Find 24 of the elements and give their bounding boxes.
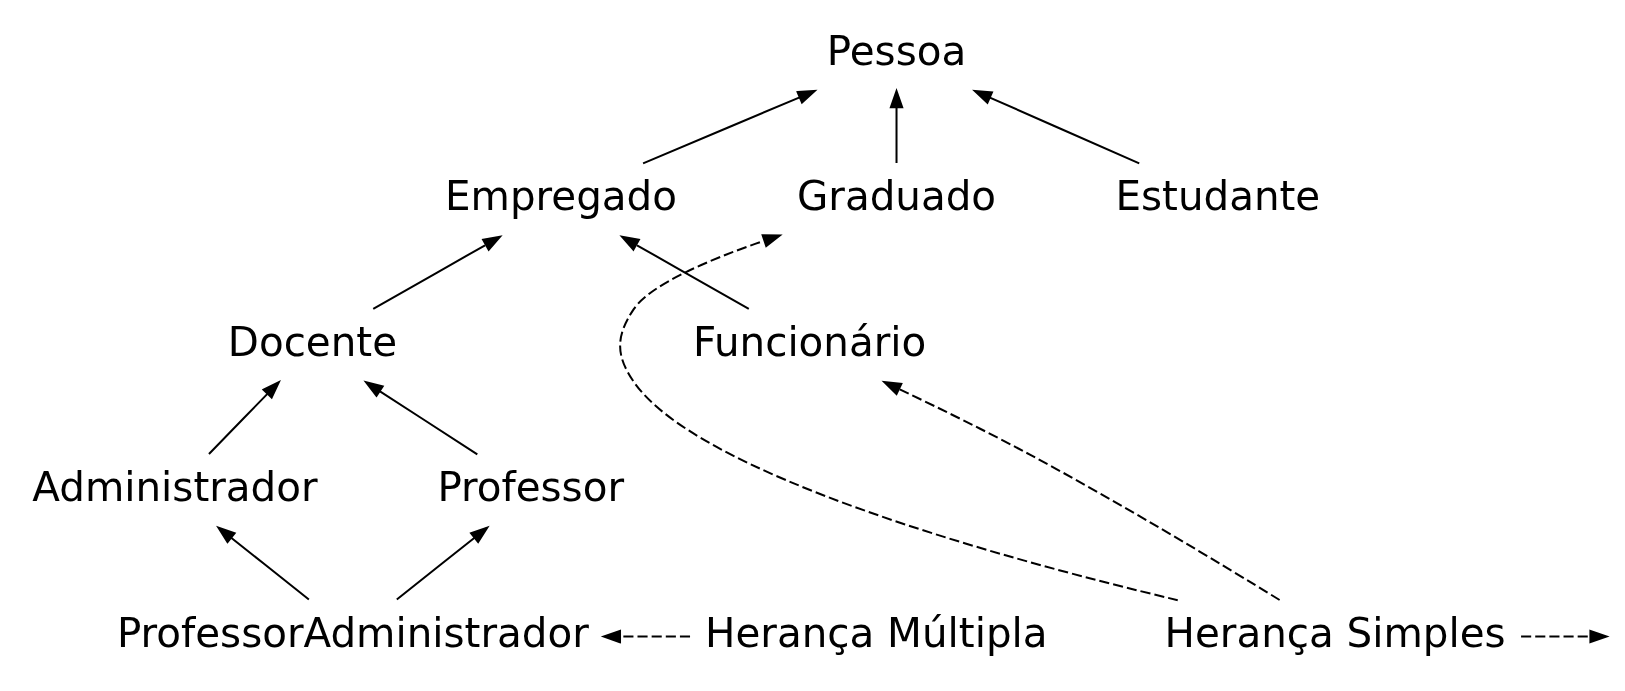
arrow (881, 380, 1281, 601)
node-text: Herança Simples (1164, 608, 1506, 657)
arrow (889, 88, 904, 163)
node-text: Estudante (1115, 172, 1321, 221)
arrow (372, 235, 503, 310)
node-text: Docente (227, 317, 398, 366)
arrow (396, 525, 490, 601)
node-text: ProfessorAdministrador (116, 608, 589, 657)
arrow (600, 629, 691, 644)
node-text: Empregado (445, 172, 677, 221)
arrow (208, 379, 281, 455)
node-text: Funcionário (692, 317, 927, 366)
arrow (619, 234, 1178, 602)
node-text: Herança Múltipla (705, 608, 1048, 657)
arrow (1521, 629, 1610, 644)
arrow (642, 89, 818, 165)
arrow (363, 380, 478, 456)
node-text: Administrador (32, 463, 318, 512)
node-text: Professor (437, 463, 625, 512)
node-text: Graduado (796, 172, 997, 221)
arrow (619, 235, 750, 310)
arrow (972, 89, 1140, 165)
arrow (216, 525, 310, 601)
node-text: Pessoa (826, 26, 967, 75)
